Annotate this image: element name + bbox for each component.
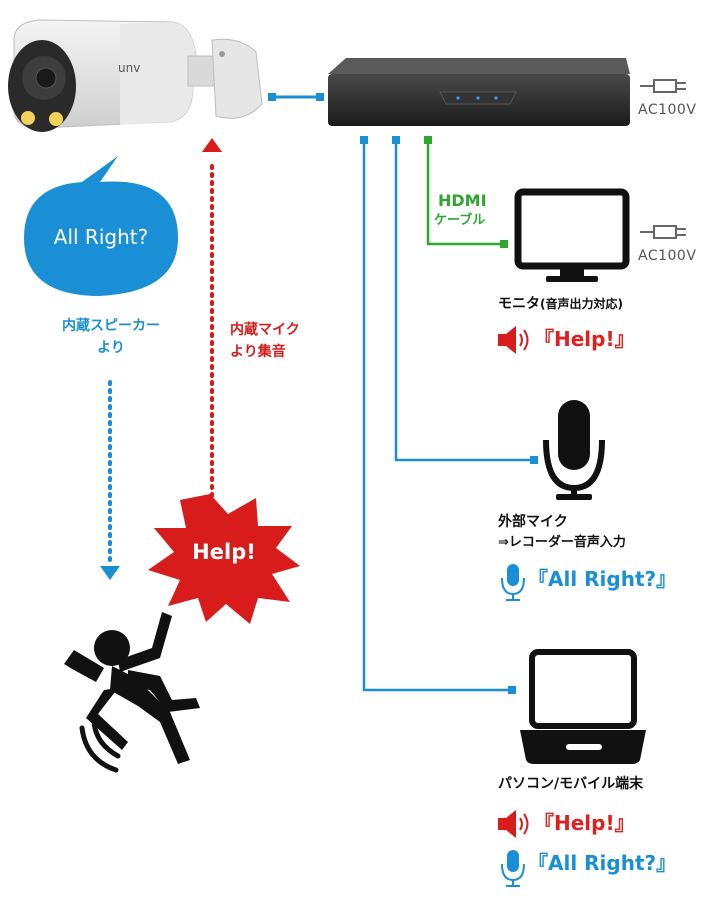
external-mic-label: 外部マイク: [498, 514, 568, 530]
mic-label-line2: より集音: [230, 344, 286, 360]
speech-bubble: [24, 156, 178, 296]
mic-blue-icon: [501, 564, 525, 601]
external-mic-sub: ⇒レコーダー音声入力: [498, 535, 626, 550]
recorder-power-label: AC100V: [638, 102, 697, 118]
mic-label-line1: 内蔵マイク: [230, 322, 300, 338]
hdmi-label-line2: ケーブル: [434, 213, 486, 228]
monitor-label-sub: (音声出力対応): [540, 297, 623, 311]
speaker-red-icon: [498, 326, 529, 354]
power-plug-icon: [640, 225, 686, 239]
speech-bubble-text: All Right?: [53, 225, 149, 249]
pc-audio-in-text: 『All Right?』: [528, 851, 677, 875]
monitor-label: モニタ(音声出力対応): [498, 296, 623, 312]
recorder-nvr: [328, 58, 630, 126]
monitor-power-label: AC100V: [638, 248, 697, 264]
laptop-icon: [520, 649, 646, 764]
monitor-audio-text: 『Help!』: [534, 327, 635, 351]
falling-person-icon: [64, 612, 200, 764]
mic-connection-line: [394, 140, 532, 462]
help-burst: [148, 494, 300, 624]
monitor-icon: [514, 188, 630, 282]
pc-connection-line: [362, 140, 508, 692]
help-burst-text: Help!: [192, 540, 256, 564]
hdmi-cable-line: [426, 140, 504, 246]
external-mic-audio-text: 『All Right?』: [528, 567, 677, 591]
power-plug-icon: [640, 79, 686, 93]
monitor-label-main: モニタ: [498, 296, 540, 312]
mic-blue-icon: [501, 850, 525, 887]
hdmi-label-line1: HDMI: [438, 191, 487, 210]
speaker-label-line1: 内蔵スピーカー: [62, 318, 160, 334]
camera-brand-logo: unv: [118, 61, 140, 75]
speaker-label-line2: より: [97, 340, 125, 356]
microphone-icon: [543, 400, 605, 500]
speaker-red-icon: [498, 810, 529, 838]
pc-audio-out-text: 『Help!』: [534, 811, 635, 835]
bullet-camera: [8, 19, 263, 132]
pc-label: パソコン/モバイル端末: [498, 776, 644, 792]
